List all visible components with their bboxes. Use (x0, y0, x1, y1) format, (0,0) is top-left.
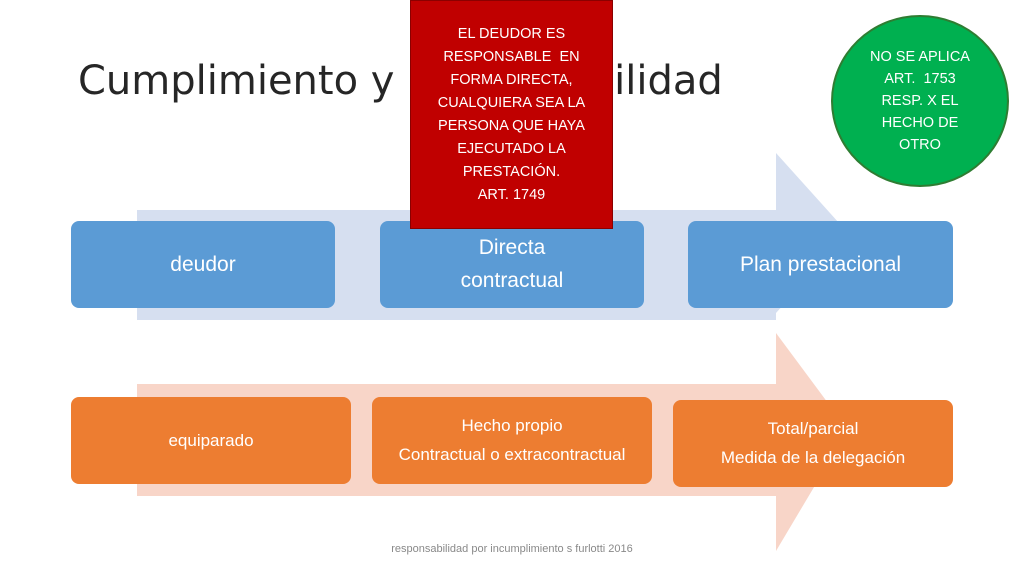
callout-line: OTRO (899, 137, 941, 153)
page-title: Cumplimiento y responsabilidad (78, 58, 723, 104)
callout-line: FORMA DIRECTA, (450, 71, 573, 88)
callout-line: HECHO DE (881, 115, 959, 131)
slide-footer: responsabilidad por incumplimiento s fur… (391, 543, 633, 555)
callout-line: RESP. X EL (881, 93, 959, 109)
box-text: Medida de la delegación (720, 448, 906, 467)
box-equiparado: equiparado (71, 397, 351, 484)
box-plan-prestacional: Plan prestacional (688, 221, 953, 308)
callout-line: PERSONA QUE HAYA (438, 117, 585, 134)
box-text: Total/parcial (767, 419, 859, 438)
box-text: contractual (460, 269, 564, 292)
box-text: Directa (478, 236, 546, 259)
callout-line: EL DEUDOR ES (457, 25, 566, 42)
box-text: equiparado (168, 430, 254, 450)
callout-line: RESPONSABLE EN (443, 48, 580, 65)
callout-line: PRESTACIÓN. (462, 163, 561, 180)
callout-line: CUALQUIERA SEA LA (437, 94, 586, 111)
box-text: Hecho propio (461, 416, 563, 435)
box-total-parcial: Total/parcial Medida de la delegación (673, 400, 953, 487)
box-text: deudor (170, 252, 236, 276)
red-callout-box: EL DEUDOR ES RESPONSABLE EN FORMA DIRECT… (410, 0, 613, 229)
callout-line: ART. 1753 (884, 71, 956, 87)
box-hecho-propio: Hecho propio Contractual o extracontract… (372, 397, 652, 484)
green-callout-circle: NO SE APLICA ART. 1753 RESP. X EL HECHO … (831, 15, 1009, 187)
callout-line: NO SE APLICA (870, 49, 970, 65)
box-directa-contractual: Directa contractual (380, 221, 644, 308)
callout-line: ART. 1749 (477, 186, 546, 203)
box-text: Plan prestacional (739, 252, 902, 276)
box-text: Contractual o extracontractual (398, 445, 626, 464)
callout-line: EJECUTADO LA (457, 140, 566, 157)
box-deudor: deudor (71, 221, 335, 308)
